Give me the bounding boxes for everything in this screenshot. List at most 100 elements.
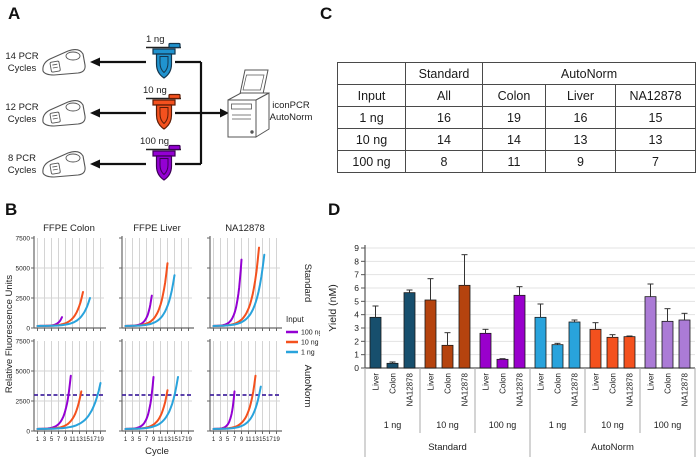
iconpcr-machine-icon [227,69,270,138]
bar-label: Colon [389,373,398,394]
y-tick-label: 5000 [16,369,31,376]
x-tick-label: 17 [90,437,97,443]
x-axis-title: Cycle [145,446,169,457]
section-label: AutoNorm [591,442,634,453]
subplot-title: FFPE Colon [43,223,95,234]
bar [678,319,691,369]
amplification-curve [124,274,176,327]
y-tick-label: 7 [354,270,359,280]
bar-label: Colon [664,373,673,394]
y-tick-label: 8 [354,256,359,266]
y-tick-label: 4 [354,310,359,320]
x-tick-label: 7 [57,437,61,443]
bar-label: Colon [499,373,508,394]
x-tick-label: 7 [233,437,237,443]
table-cell: Input [337,84,406,107]
y-tick-label: 9 [354,243,359,253]
y-tick-label: 2 [354,336,359,346]
x-tick-label: 9 [64,437,68,443]
bar-label: Colon [609,373,618,394]
x-tick-label: 1 [36,437,40,443]
table-cell: 1 ng [337,106,406,129]
bar [513,294,526,369]
table-row: 10 ng 14 14 13 13 [337,128,696,151]
panel-c-letter: C [320,4,333,23]
x-tick-label: 5 [226,437,230,443]
tube-label-100ng: 100 ng [140,136,170,147]
table-cell: 11 [482,150,546,173]
bar-label: Liver [372,373,381,391]
tube-100ng-icon [146,144,181,181]
cycler-label-12: 12 PCR Cycles [5,102,39,125]
row-strip-label: Standard [302,264,313,303]
bar [534,316,547,369]
bar-label: NA12878 [681,372,690,406]
bar-label: Liver [537,373,546,391]
y-tick-label: 0 [354,363,359,373]
bar [369,316,382,369]
x-tick-label: 1 [212,437,216,443]
table-cell: 9 [545,150,616,173]
bar-label: NA12878 [626,372,635,406]
table-cell: All [405,84,483,107]
legend-title: Input [286,315,305,324]
group-label: 10 ng [436,420,459,430]
x-tick-label: 9 [240,437,244,443]
x-tick-label: 13 [164,437,171,443]
bar [644,296,657,369]
group-label: 10 ng [601,420,624,430]
y-tick-label: 0 [26,429,30,436]
table-cell: 13 [615,128,696,151]
table-header-row-1: Standard AutoNorm [337,62,696,85]
cycler-label-8: 8 PCR Cycles [7,153,37,176]
table-cell: 7 [615,150,696,173]
x-tick-label: 15 [259,437,266,443]
y-tick-label: 5000 [16,266,31,273]
table-header-row-2: Input All Colon Liver NA12878 [337,84,696,107]
bar-label: NA12878 [406,372,415,406]
x-tick-label: 3 [131,437,135,443]
y-tick-label: 1 [354,350,359,360]
tube-label-10ng: 10 ng [143,85,167,96]
arrowhead-right [220,108,229,118]
y-tick-label: 2500 [16,399,31,406]
table-cell-blank [337,62,406,85]
x-tick-label: 3 [219,437,223,443]
arrows-to-cyclers [100,60,146,166]
table-cell-standard: Standard [405,62,483,85]
tube-1ng-icon [146,42,181,79]
table-cell: 16 [545,106,616,129]
x-tick-label: 3 [43,437,47,443]
bar [386,362,399,369]
bar [496,358,509,369]
y-axis-title: Relative Fluorescence Units [4,275,15,394]
table-cell: 19 [482,106,546,129]
group-label: 1 ng [384,420,402,430]
x-tick-label: 5 [50,437,54,443]
group-label: 100 ng [489,420,517,430]
table-cell: 100 ng [337,150,406,173]
legend-label: 1 ng [301,350,315,357]
bar-label: Liver [647,373,656,391]
x-tick-label: 15 [83,437,90,443]
y-tick-label: 6 [354,283,359,293]
summary-table: Standard AutoNorm Input All Colon Liver … [337,62,696,173]
thermocycler-14-icon [42,48,86,76]
amplification-curve [36,382,102,430]
subplot-title: FFPE Liver [133,223,181,234]
bar-label: Liver [592,373,601,391]
y-tick-label: 0 [26,326,30,333]
x-tick-label: 19 [97,437,104,443]
y-tick-label: 3 [354,323,359,333]
amplification-curve [36,297,91,327]
x-tick-label: 11 [245,437,252,443]
bar [403,292,416,369]
machine-label: iconPCR AutoNorm [269,100,313,123]
bar [551,344,564,369]
section-label: Standard [428,442,467,453]
x-tick-label: 19 [185,437,192,443]
y-tick-label: 2500 [16,296,31,303]
